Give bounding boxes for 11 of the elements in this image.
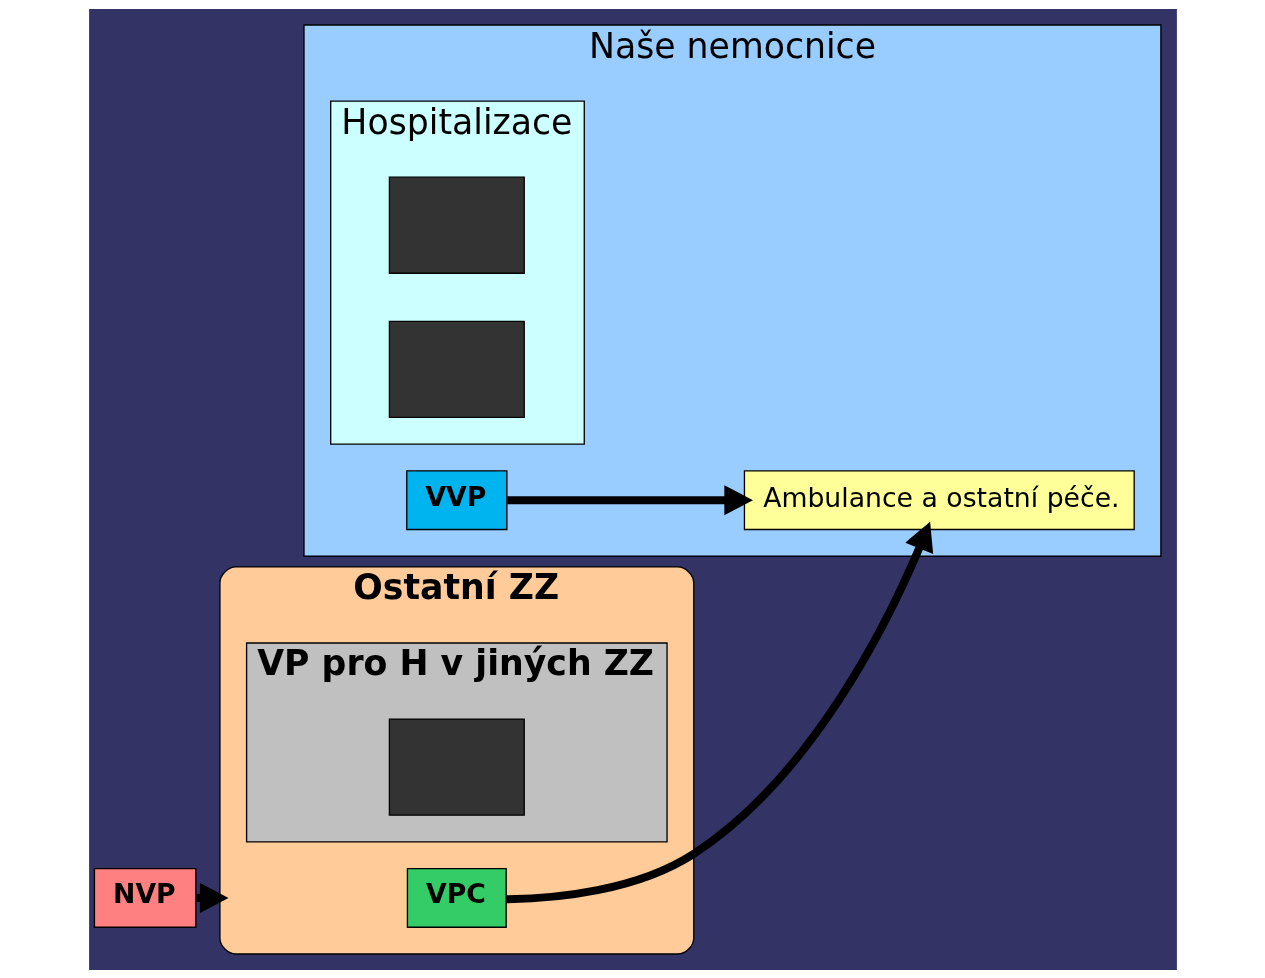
node-box: VPC bbox=[406, 867, 507, 928]
node-box bbox=[388, 176, 525, 274]
arrow bbox=[505, 521, 933, 903]
node-box: Ambulance a ostatní péče. bbox=[743, 469, 1135, 530]
cluster: Hospitalizace bbox=[329, 99, 585, 445]
node-box bbox=[388, 717, 525, 816]
cluster: VP pro H v jiných ZZ bbox=[245, 641, 668, 843]
node-box: NVP bbox=[93, 867, 197, 928]
arrow bbox=[506, 484, 753, 515]
node-box: VVP bbox=[405, 469, 508, 530]
node-box bbox=[388, 320, 525, 418]
